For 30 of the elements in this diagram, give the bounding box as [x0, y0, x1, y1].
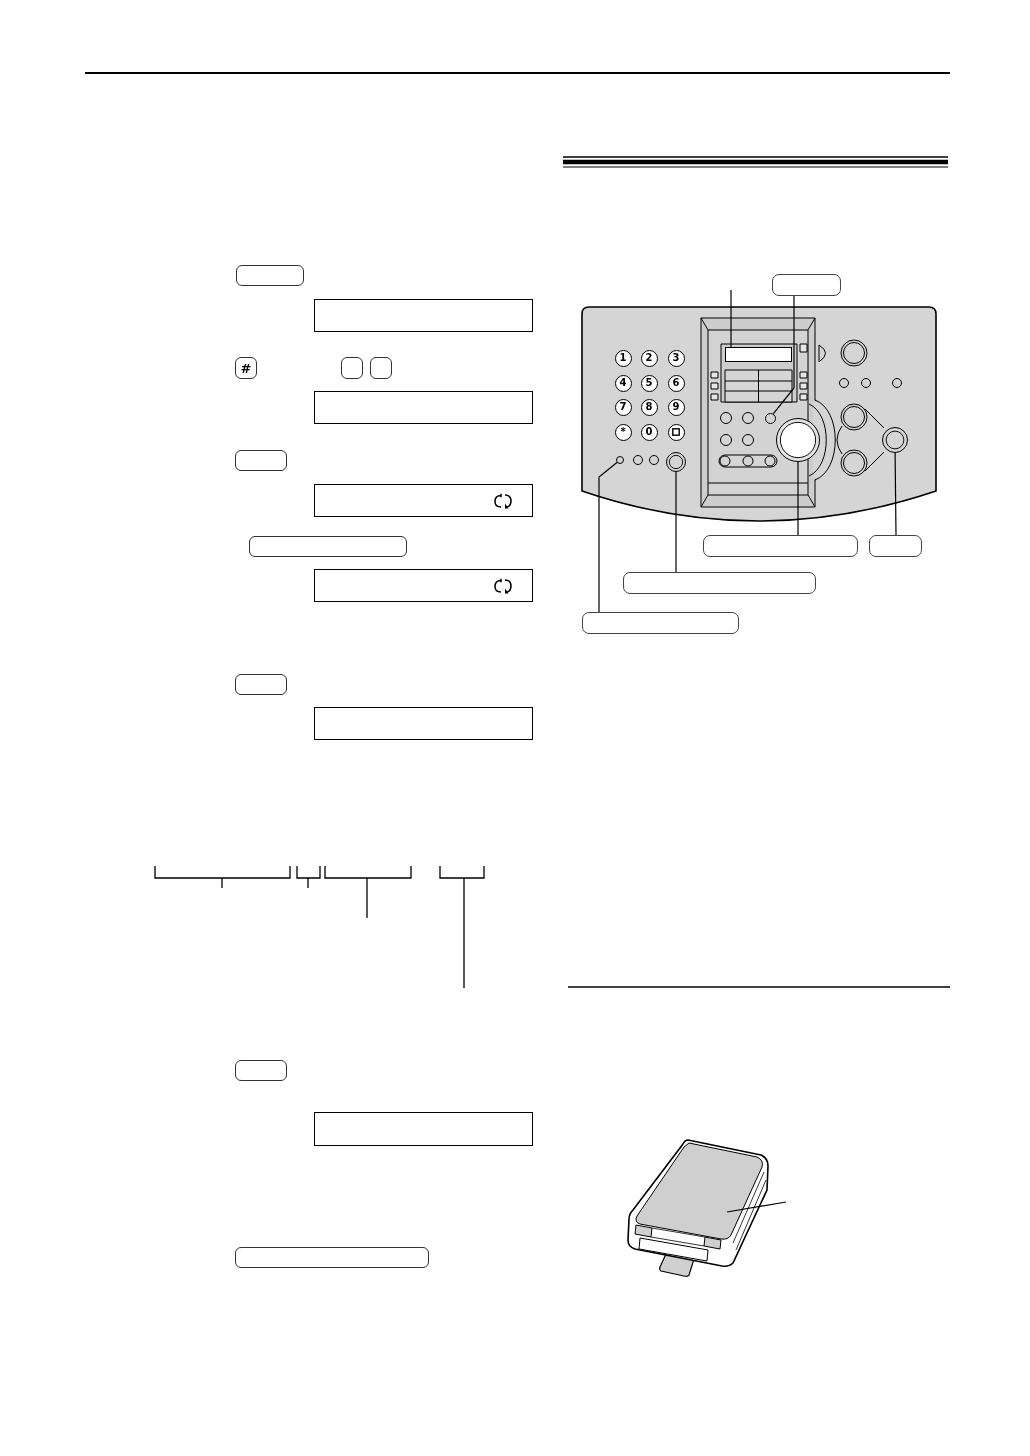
leader-line — [894, 452, 897, 536]
lcd-display — [314, 1112, 533, 1146]
leader-line — [730, 289, 732, 348]
lcd-display — [314, 569, 533, 602]
callout-box — [869, 535, 922, 557]
leader-line — [726, 1201, 787, 1213]
lcd-display — [314, 299, 533, 332]
callout-box — [623, 572, 816, 594]
key-button — [235, 1060, 287, 1081]
indicator-light — [616, 456, 624, 464]
display-window — [725, 347, 792, 362]
key-button — [249, 536, 407, 557]
key-button — [236, 265, 304, 286]
key-button — [235, 1247, 429, 1268]
lcd-display — [314, 391, 533, 424]
key-button — [235, 674, 287, 695]
lcd-display — [314, 484, 533, 517]
lcd-display — [314, 707, 533, 740]
callout-box — [703, 535, 858, 557]
leader-line — [797, 461, 799, 536]
key-button — [341, 357, 363, 379]
leader-line — [675, 471, 677, 573]
callout-box — [582, 612, 739, 634]
key-button: # — [235, 357, 257, 379]
key-button — [370, 357, 392, 379]
callout-box — [772, 274, 841, 296]
leader-line — [772, 295, 795, 415]
round-button — [764, 412, 776, 424]
leader-line — [598, 461, 618, 613]
key-button — [235, 450, 287, 471]
